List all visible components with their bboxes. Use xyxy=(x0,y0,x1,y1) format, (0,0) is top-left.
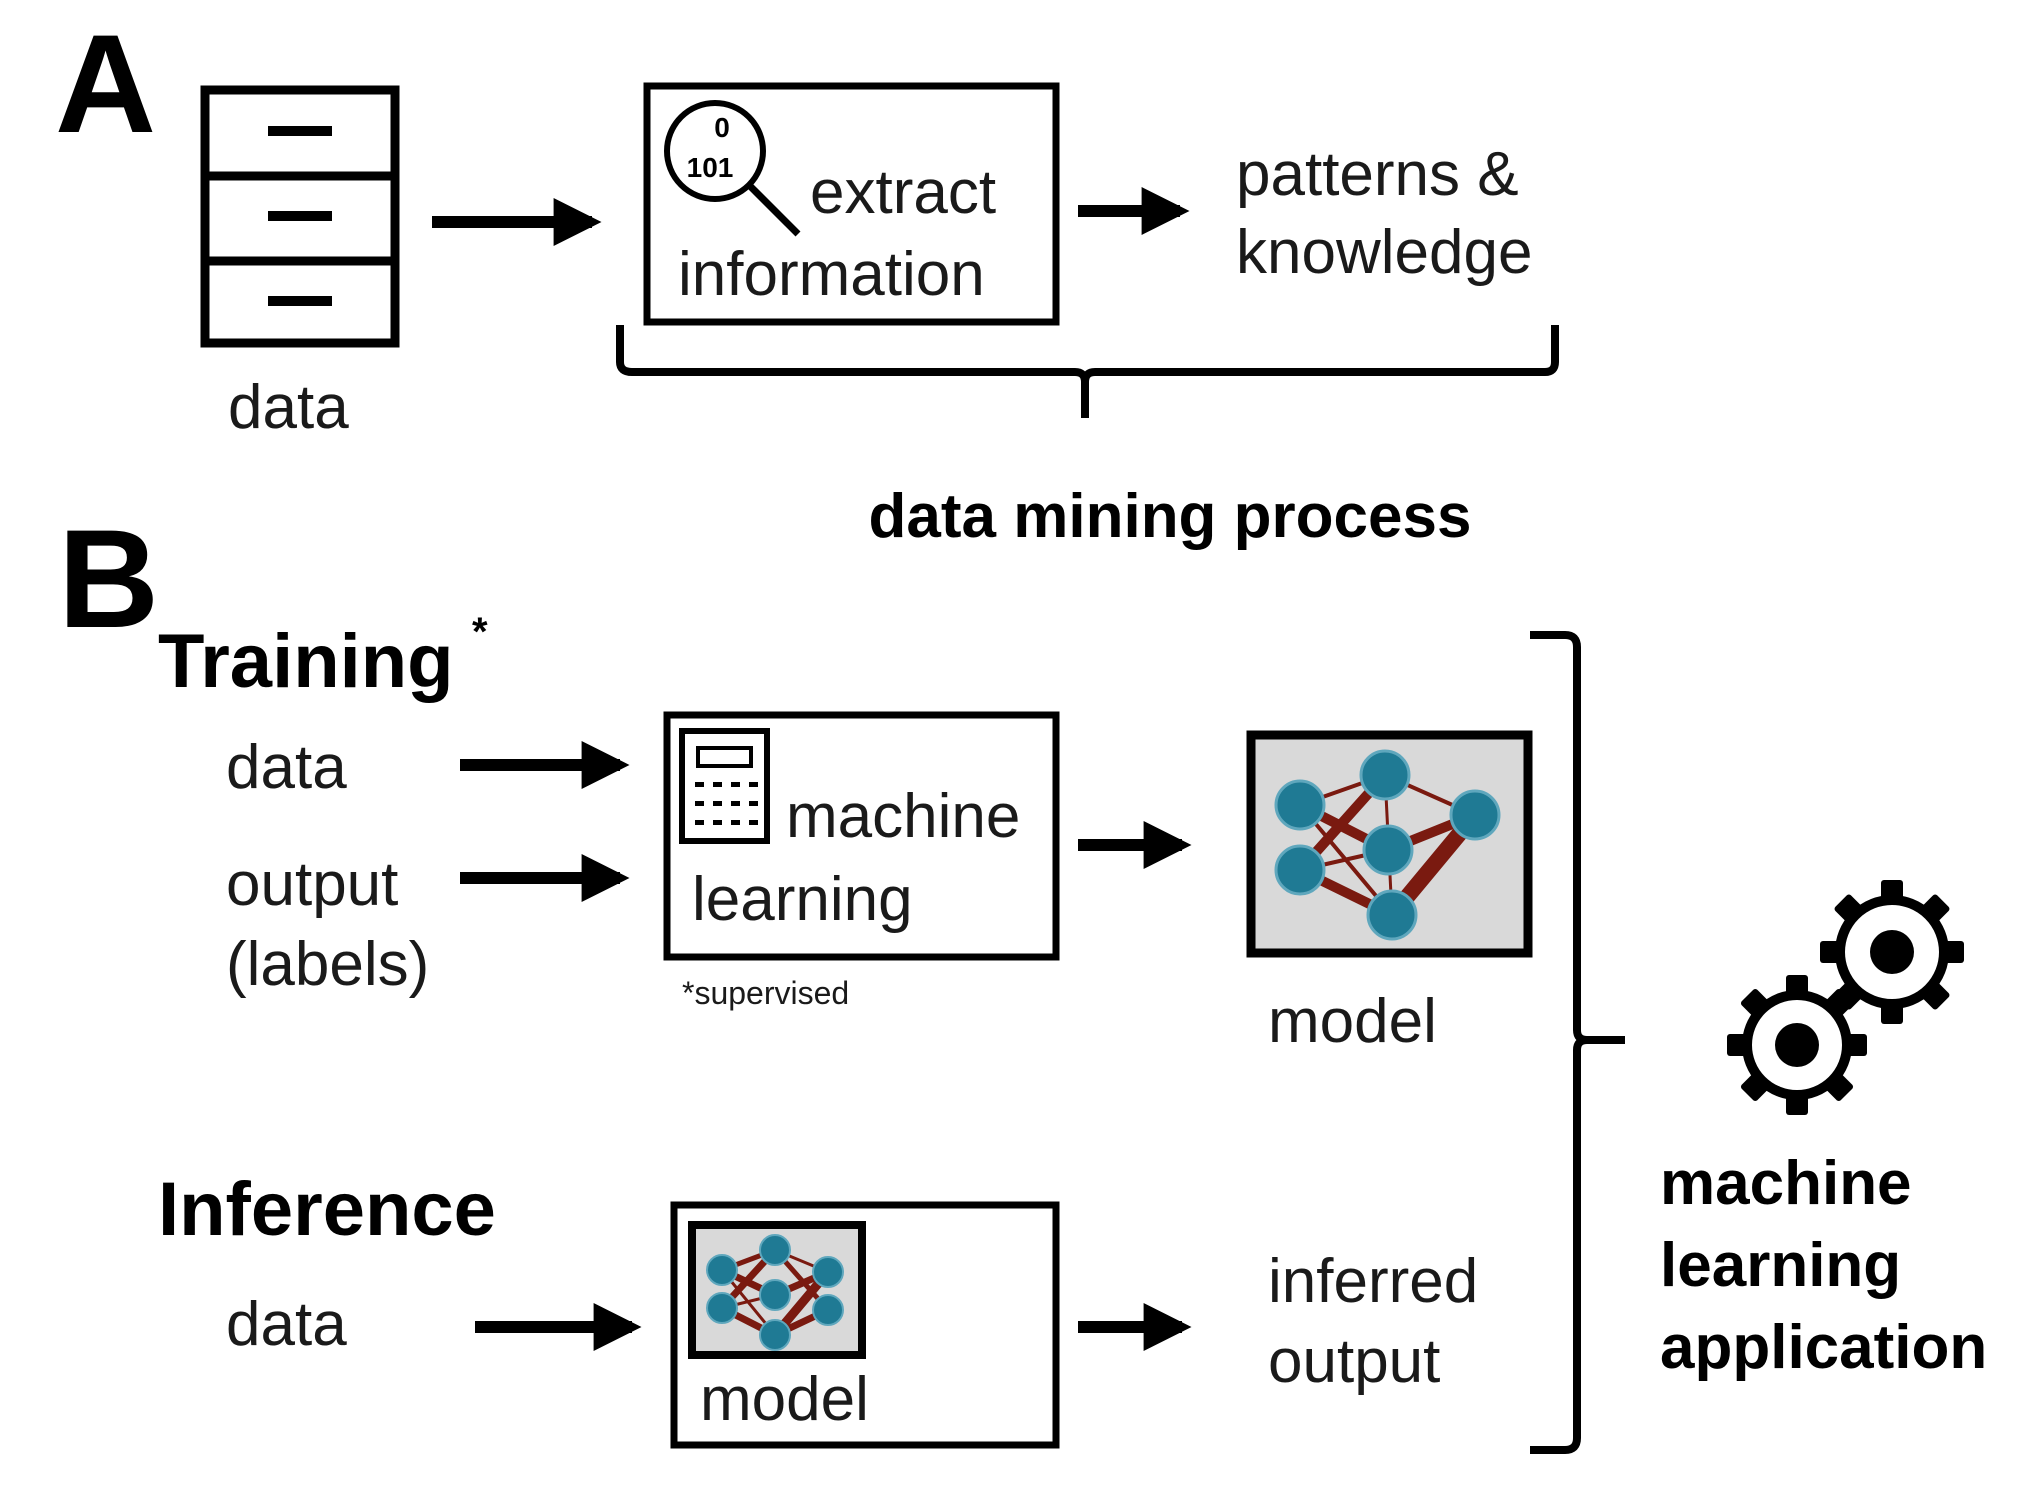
ml-application-brace xyxy=(1530,631,1625,1454)
ml-label-line1: machine xyxy=(786,782,1020,851)
inference-model-label: model xyxy=(700,1365,869,1434)
gear-small-icon xyxy=(1727,975,1867,1115)
ml-label-line2: learning xyxy=(692,865,913,934)
training-data-label: data xyxy=(226,733,347,802)
extract-label-line2: information xyxy=(678,240,985,309)
gear-large-icon xyxy=(1820,880,1964,1024)
data-mining-process-label: data mining process xyxy=(869,482,1472,551)
application-label-line1: machine xyxy=(1660,1149,1912,1218)
inferred-output-line2: output xyxy=(1268,1327,1440,1396)
extract-information-box xyxy=(643,82,1060,326)
extract-label-line1: extract xyxy=(810,158,996,227)
neural-network-icon xyxy=(1246,730,1533,958)
panel-b-letter: B xyxy=(58,500,159,657)
patterns-label-line1: patterns & xyxy=(1236,140,1519,209)
patterns-label-line2: knowledge xyxy=(1236,218,1532,287)
gears-icon xyxy=(1727,880,1964,1115)
training-model-label: model xyxy=(1268,987,1437,1056)
data-mining-brace xyxy=(616,325,1559,418)
training-asterisk: * xyxy=(472,610,488,654)
training-title: Training xyxy=(158,619,454,704)
application-label-line2: learning xyxy=(1660,1231,1901,1300)
inference-data-label: data xyxy=(226,1290,347,1359)
file-cabinet-icon xyxy=(200,85,400,348)
application-label-line3: application xyxy=(1660,1313,1987,1382)
training-output-label-line1: output xyxy=(226,850,398,919)
calculator-icon xyxy=(679,728,770,844)
panel-a-letter: A xyxy=(55,5,156,162)
supervised-footnote: *supervised xyxy=(682,975,849,1011)
binary-digit-bottom: 101 xyxy=(687,152,734,183)
small-neural-network-icon xyxy=(688,1221,866,1359)
magnifier-binary-icon: 0 101 xyxy=(664,100,801,237)
binary-digit-top: 0 xyxy=(714,112,730,143)
training-output-label-line2: (labels) xyxy=(226,930,429,999)
inferred-output-line1: inferred xyxy=(1268,1247,1478,1316)
inference-title: Inference xyxy=(158,1167,496,1252)
panel-a-data-label: data xyxy=(228,373,349,442)
